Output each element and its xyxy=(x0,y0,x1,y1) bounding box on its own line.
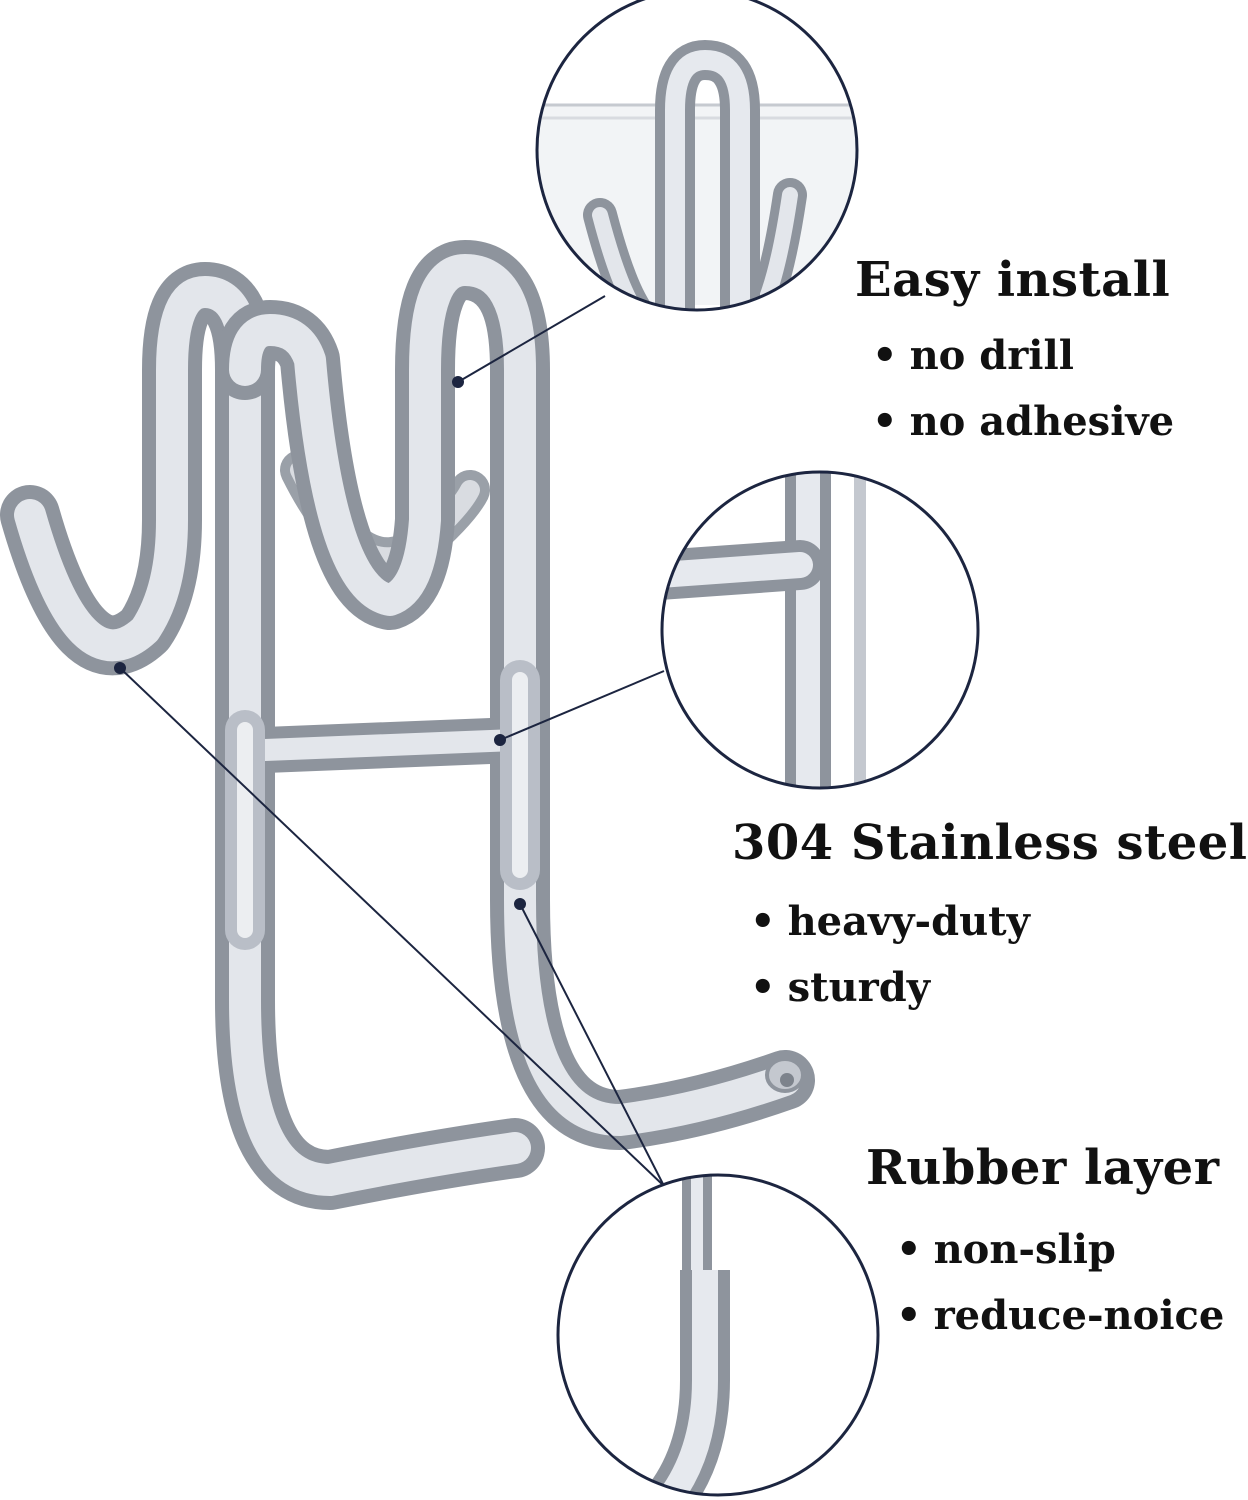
bullet-label: no adhesive xyxy=(909,398,1175,445)
bullet-label: non-slip xyxy=(933,1226,1116,1273)
bullet-label: heavy-duty xyxy=(787,898,1030,945)
feature-bullet: •heavy-duty xyxy=(750,898,1030,945)
bullet-icon: • xyxy=(872,398,898,445)
bullet-icon: • xyxy=(896,1226,922,1273)
bullet-icon: • xyxy=(750,898,776,945)
magnifier-callout-rubber xyxy=(556,1173,880,1497)
feature-title-easy-install: Easy install xyxy=(855,252,1171,308)
feature-title-stainless-steel: 304 Stainless steel xyxy=(732,815,1248,871)
magnifier-callout-install xyxy=(535,0,859,312)
bullet-icon: • xyxy=(750,964,776,1011)
bullet-icon: • xyxy=(896,1292,922,1339)
feature-bullet: •no adhesive xyxy=(872,398,1174,445)
bullet-label: no drill xyxy=(909,332,1074,379)
feature-bullet: •no drill xyxy=(872,332,1074,379)
feature-bullet: •non-slip xyxy=(896,1226,1116,1273)
callout-lines xyxy=(114,295,665,1187)
shower-door-hook-illustration xyxy=(0,0,980,1497)
bullet-label: sturdy xyxy=(787,964,930,1011)
bullet-label: reduce-noice xyxy=(933,1292,1225,1339)
feature-bullet: •reduce-noice xyxy=(896,1292,1224,1339)
hook-main-wire xyxy=(0,240,815,1210)
feature-title-rubber-layer: Rubber layer xyxy=(866,1140,1220,1196)
magnifier-callout-steel xyxy=(660,470,980,790)
bullet-icon: • xyxy=(872,332,898,379)
feature-bullet: •sturdy xyxy=(750,964,930,1011)
